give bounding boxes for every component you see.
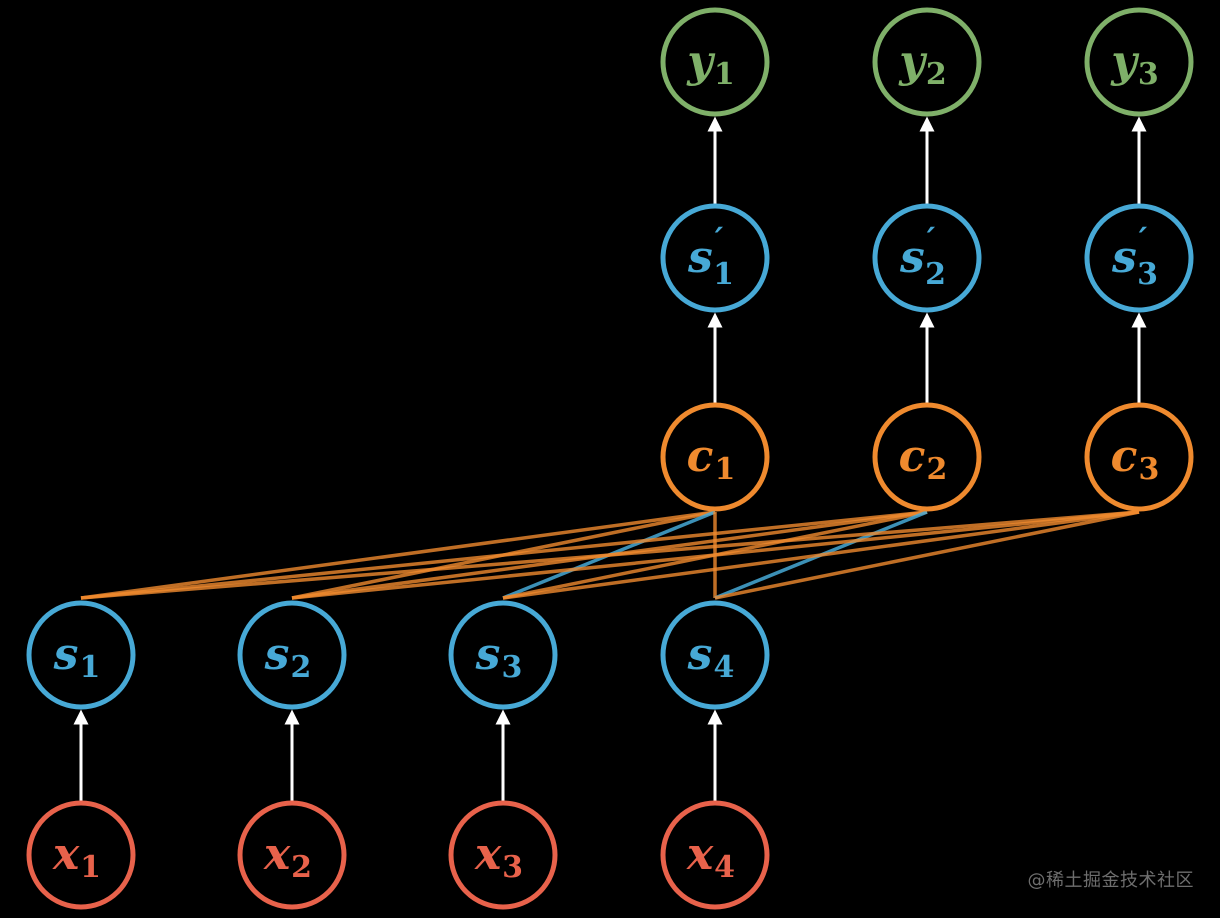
node-sprime1-circle bbox=[660, 203, 770, 313]
node-s1: s1 bbox=[26, 600, 136, 710]
node-sprime1: s′1 bbox=[660, 203, 770, 313]
node-c2-label: c2 bbox=[899, 431, 948, 487]
node-y2-circle bbox=[872, 7, 982, 117]
attention-link-c3-s4 bbox=[714, 510, 1140, 600]
node-s4-circle bbox=[660, 600, 770, 710]
node-x3-label: x3 bbox=[474, 829, 523, 885]
node-x3-circle bbox=[448, 800, 558, 910]
node-c1-circle bbox=[660, 402, 770, 512]
node-s4-label: s4 bbox=[687, 629, 735, 685]
node-c1-label: c1 bbox=[687, 431, 736, 487]
node-sprime1-label: s′1 bbox=[687, 220, 734, 292]
attention-link-c1-s1 bbox=[80, 510, 716, 600]
node-x4: x4 bbox=[660, 800, 770, 910]
arrows bbox=[73, 116, 1147, 803]
node-y1: y1 bbox=[660, 7, 770, 117]
node-s3: s3 bbox=[448, 600, 558, 710]
node-s1-circle bbox=[26, 600, 136, 710]
node-c3: c3 bbox=[1084, 402, 1194, 512]
attention-link-c3-s3 bbox=[502, 510, 1140, 600]
node-y3-label: y3 bbox=[1110, 36, 1158, 92]
node-y1-circle bbox=[660, 7, 770, 117]
node-c3-circle bbox=[1084, 402, 1194, 512]
attention-link-c2-s1 bbox=[80, 510, 928, 600]
node-s3-label: s3 bbox=[475, 629, 523, 685]
node-x4-circle bbox=[660, 800, 770, 910]
node-sprime2-label: s′2 bbox=[899, 220, 946, 292]
node-s2-label: s2 bbox=[264, 629, 312, 685]
node-s3-circle bbox=[448, 600, 558, 710]
node-x2-label: x2 bbox=[263, 829, 312, 885]
node-y3-circle bbox=[1084, 7, 1194, 117]
nodes: x1 x2 x3 x4 s1 s2 s3 s4 c1 c2 c3 s′1 s′2 s′3 y1 y2 y3 bbox=[26, 7, 1194, 910]
node-sprime3-circle bbox=[1084, 203, 1194, 313]
node-s2-circle bbox=[237, 600, 347, 710]
node-sprime3-label: s′3 bbox=[1111, 220, 1158, 292]
watermark: @稀土掘金技术社区 bbox=[1027, 870, 1194, 891]
node-x2: x2 bbox=[237, 800, 347, 910]
node-x3: x3 bbox=[448, 800, 558, 910]
node-sprime2: s′2 bbox=[872, 203, 982, 313]
node-s1-label: s1 bbox=[53, 629, 101, 685]
node-s4: s4 bbox=[660, 600, 770, 710]
node-sprime2-circle bbox=[872, 203, 982, 313]
node-x2-circle bbox=[237, 800, 347, 910]
node-y2: y2 bbox=[872, 7, 982, 117]
node-c1: c1 bbox=[660, 402, 770, 512]
node-sprime3: s′3 bbox=[1084, 203, 1194, 313]
node-c2: c2 bbox=[872, 402, 982, 512]
node-x4-label: x4 bbox=[686, 829, 735, 885]
node-y1-label: y1 bbox=[686, 36, 734, 92]
node-y2-label: y2 bbox=[898, 36, 946, 92]
node-s2: s2 bbox=[237, 600, 347, 710]
node-x1-label: x1 bbox=[52, 829, 101, 885]
node-x1-circle bbox=[26, 800, 136, 910]
node-c2-circle bbox=[872, 402, 982, 512]
node-c3-label: c3 bbox=[1111, 431, 1160, 487]
attention-connections bbox=[80, 510, 1140, 600]
attention-link-c3-s2 bbox=[291, 510, 1140, 600]
node-y3: y3 bbox=[1084, 7, 1194, 117]
attention-link-c3-s1 bbox=[80, 510, 1140, 600]
node-x1: x1 bbox=[26, 800, 136, 910]
